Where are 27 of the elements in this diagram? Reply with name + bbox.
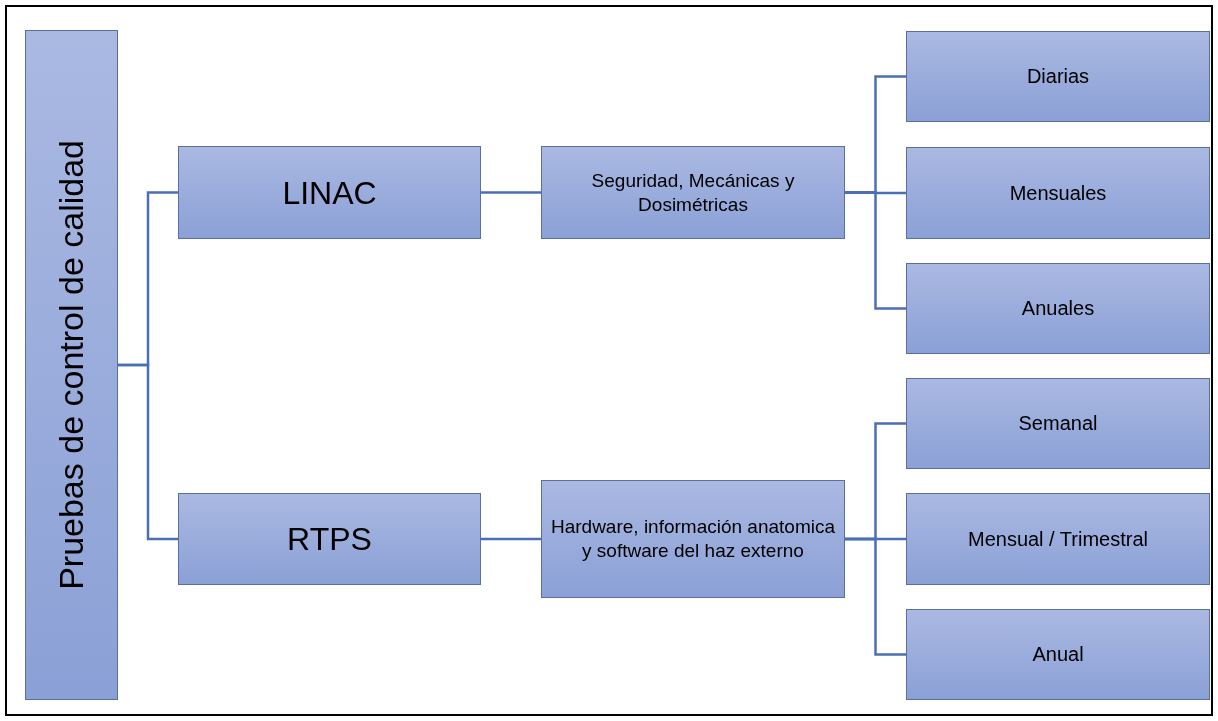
process-box [906, 609, 1210, 700]
process-box [25, 30, 118, 700]
box-label: Mensual / Trimestral [967, 526, 1149, 552]
box-label: Diarias [1026, 64, 1090, 89]
box-label: Semanal [1018, 411, 1098, 436]
connector-line [481, 537, 541, 541]
process-box [178, 146, 481, 239]
process-box [906, 263, 1210, 354]
box-label: LINAC [282, 173, 377, 213]
connector-line [118, 363, 178, 541]
vertical-title: Pruebas de control de calidad [51, 140, 92, 590]
connector-line [845, 537, 906, 656]
process-box [906, 31, 1210, 122]
process-box [541, 480, 845, 598]
box-label: Mensuales [1009, 180, 1107, 206]
box-label: Hardware, información anatomica y software del haz externo [550, 515, 836, 563]
connector-line [845, 191, 906, 310]
process-box [906, 147, 1210, 239]
process-box [906, 378, 1210, 469]
process-box [906, 493, 1210, 585]
connector-line [481, 191, 541, 194]
box-label: Anual [1032, 642, 1084, 667]
box-label: RTPS [287, 520, 372, 559]
process-box [178, 493, 481, 585]
process-box [541, 146, 845, 239]
box-label: Seguridad, Mecánicas y Dosimétricas [590, 168, 796, 217]
box-label: Anuales [1021, 296, 1095, 321]
